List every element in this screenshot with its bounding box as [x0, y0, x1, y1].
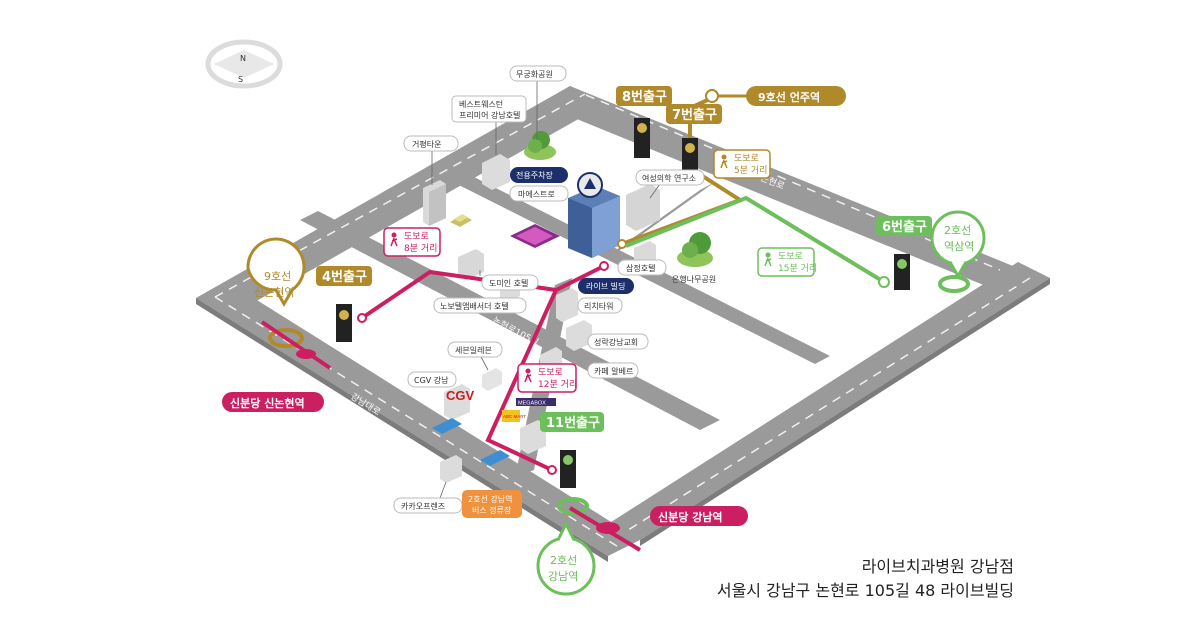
- label-kakao: 카카오프렌즈: [401, 501, 445, 511]
- best-western-building: [482, 154, 510, 190]
- label-seven-eleven: 세븐일레븐: [455, 346, 492, 355]
- exit-11-label: 11번출구: [546, 415, 600, 431]
- building-labels: 무궁화공원 베스트웨스턴 프리미어 강남호텔 거평타운 전용주차장 마에스트로 …: [393, 65, 716, 518]
- walk-sinnonhyeon-line1: 도보로: [404, 231, 429, 242]
- walk-yeoksam-line1: 도보로: [778, 251, 803, 262]
- label-novotel: 노보텔앰배서더 호텔: [440, 301, 509, 311]
- walker-icon: [390, 232, 398, 247]
- walker-icon: [720, 154, 728, 169]
- tree-icon: [524, 131, 713, 267]
- gangnam-pin-line: 2호선: [550, 554, 577, 567]
- route-from-yeoksam: [625, 195, 890, 288]
- yeoksam-line2-pin: 2호선 역삼역: [930, 210, 986, 280]
- live-building-tower: [568, 172, 620, 258]
- sinnonhyeon-line9-pin: 9호선 신논현역: [246, 237, 306, 308]
- label-cgv: CGV 강남: [414, 375, 449, 385]
- walk-eonju-line1: 도보로: [734, 153, 759, 164]
- clinic-address-block: 라이브치과병원 강남점 서울시 강남구 논현로 105길 48 라이브빌딩: [717, 555, 1014, 603]
- parking-lot: [510, 224, 560, 248]
- walker-icon: [524, 368, 532, 383]
- cgv-building: [444, 384, 470, 420]
- label-domain-hotel: 도미인 호텔: [489, 278, 528, 288]
- abc-mart-sign: ABC MART: [502, 410, 526, 422]
- exit-8-label: 8번출구: [622, 89, 667, 105]
- sinbundang-sinnonhyeon-label: 신분당 신논현역: [230, 396, 305, 410]
- svg-text:MEGABOX: MEGABOX: [518, 401, 546, 407]
- road-label-bongeunsa: 봉은사로: [468, 219, 502, 244]
- label-church: 성락강남교회: [594, 337, 638, 347]
- road-label-teheran: 테헤란로: [765, 380, 799, 408]
- clinic-name: 라이브치과병원 강남점: [861, 557, 1014, 576]
- sinbundang-gangnam-label: 신분당 강남역: [658, 510, 723, 524]
- megabox-sign: MEGABOX: [516, 398, 556, 407]
- label-cafe: 카페 알베르: [594, 366, 633, 376]
- sinnonhyeon-station-ring: [268, 328, 304, 348]
- label-ginkgo-park: 은행나무공원: [672, 274, 716, 284]
- walk-bubble-gangnam: 도보로 12분 거리: [517, 363, 577, 393]
- yeoksam-station-ring: [938, 275, 970, 293]
- car-icon: [450, 214, 472, 227]
- exit-labels: 8번출구 7번출구 4번출구 6번출구 11번출구: [316, 86, 932, 432]
- domain-hotel-building: [458, 249, 484, 280]
- walk-eonju-line2: 5분 거리: [734, 165, 767, 176]
- label-dedicated-parking: 전용주차장: [516, 170, 553, 180]
- svg-text:ABC MART: ABC MART: [503, 414, 526, 419]
- exit-4-label: 4번출구: [322, 269, 367, 285]
- compass-north: N: [240, 54, 246, 63]
- clinic-street-address: 서울시 강남구 논현로 105길 48 라이브빌딩: [716, 581, 1014, 600]
- compass-icon: N S: [205, 39, 283, 89]
- ritz-tower-building: [556, 288, 578, 322]
- label-samjeong-hotel: 삼정호텔: [626, 263, 655, 273]
- gangnam-line2-pin: 2호선 강남역: [536, 520, 596, 596]
- label-geopyeong-town: 거평타운: [412, 139, 441, 149]
- sinbundang-gangnam-pill: 신분당 강남역: [650, 506, 748, 526]
- route-from-gangnam: [485, 289, 558, 475]
- sinnonhyeon-pin-line: 9호선: [264, 270, 291, 283]
- walk-sinnonhyeon-line2: 8분 거리: [404, 243, 437, 254]
- label-ritz-tower: 리치타워: [584, 302, 613, 311]
- seven-eleven-building: [482, 368, 502, 391]
- church-building: [566, 320, 592, 351]
- walker-icon: [764, 252, 772, 267]
- cgv-logo: CGV: [446, 388, 475, 403]
- exit-7-label: 7번출구: [672, 107, 717, 123]
- label-live-building: 라이브 빌딩: [586, 281, 625, 291]
- exit-6-label: 6번출구: [882, 219, 927, 235]
- walk-yeoksam-line2: 15분 거리: [778, 263, 817, 274]
- label-best-western-2: 프리미어 강남호텔: [459, 110, 520, 120]
- label-bus-stop-1: 2호선 강남역: [468, 494, 512, 504]
- subway-entrance-icon: [336, 118, 910, 488]
- label-maestro: 마에스트로: [518, 190, 555, 199]
- compass-south: S: [238, 75, 243, 84]
- walk-bubble-sinnonhyeon: 도보로 8분 거리: [383, 227, 441, 257]
- sinnonhyeon-pin-name: 신논현역: [254, 286, 294, 299]
- bus-stop-icon: [432, 418, 510, 466]
- label-mugunghwa-park: 무궁화공원: [516, 70, 553, 79]
- eonju-station-pill: 9호선 언주역: [705, 86, 846, 106]
- walk-gangnam-line2: 12분 거리: [538, 379, 577, 390]
- label-best-western-1: 베스트웨스턴: [459, 99, 503, 109]
- megabox-building: [520, 420, 546, 454]
- eonju-station-label: 9호선 언주역: [758, 90, 820, 104]
- sinbundang-sinnonhyeon-pill: 신분당 신논현역: [222, 392, 324, 412]
- walk-bubble-eonju: 도보로 5분 거리: [713, 149, 771, 179]
- geopyeong-town-building: [423, 180, 446, 226]
- yeoksam-pin-name: 역삼역: [944, 240, 974, 253]
- label-research-institute: 여성의학 연구소: [642, 173, 696, 183]
- kakao-building: [440, 455, 462, 483]
- gangnam-pin-name: 강남역: [548, 570, 578, 583]
- walk-bubble-yeoksam: 도보로 15분 거리: [757, 247, 817, 277]
- road-network: [196, 86, 1050, 562]
- gangnam-station-ring: [557, 497, 589, 515]
- walk-gangnam-line1: 도보로: [538, 367, 563, 378]
- label-bus-stop-2: 버스 정류장: [472, 505, 512, 515]
- yeoksam-pin-line: 2호선: [944, 224, 971, 237]
